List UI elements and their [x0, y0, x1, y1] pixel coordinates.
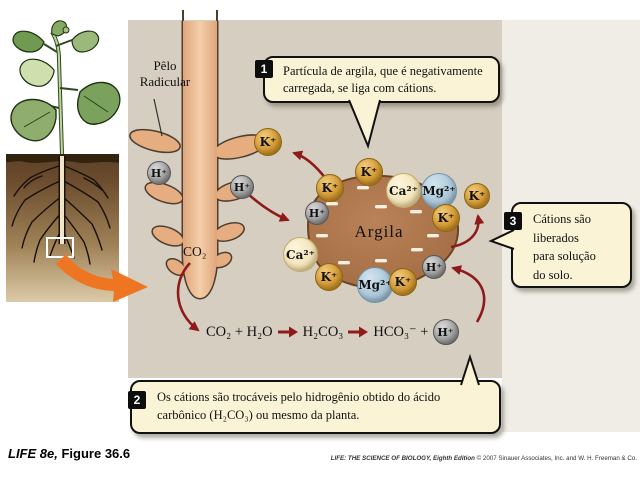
plant-stem-leaves [10, 20, 121, 155]
k-ion-clay-right: K⁺ [432, 204, 460, 232]
root-with-hairs [129, 21, 268, 300]
callout-3-cations-released: 3 Cátions são liberados para solução do … [504, 202, 632, 288]
k-ion-released: K⁺ [464, 183, 490, 209]
plant-illustration [6, 20, 148, 302]
clay-label: Argila [354, 222, 404, 241]
callout-1-text-line2: carregada, se liga com cátions. [283, 81, 437, 95]
h-ion-clay-left: H⁺ [305, 201, 329, 225]
k-ion-clay-top: K⁺ [355, 158, 383, 186]
h-ion-clay-bottom-right: H⁺ [422, 255, 446, 279]
callout-3-text-line3: para solução [533, 249, 596, 263]
copyright-credit: LIFE: THE SCIENCE OF BIOLOGY, Eighth Edi… [327, 455, 637, 462]
figure-caption-book: LIFE 8e, [8, 446, 58, 461]
callout-1-clay-particle: 1 Partícula de argila, que é negativamen… [255, 56, 500, 103]
callout-3-text-line1: Cátions são [533, 212, 591, 226]
arrow-acid-h-to-clay [451, 265, 486, 323]
co2-root-label: CO₂ [183, 244, 207, 259]
equation-arrow-icon [348, 326, 369, 338]
root-hair-label-line2: Radicular [139, 74, 191, 89]
arrow-co2-to-equation [176, 262, 200, 332]
copyright-credit-title: LIFE: THE SCIENCE OF BIOLOGY, Eighth Edi… [330, 455, 475, 462]
h-ion-equation: H⁺ [432, 319, 459, 345]
callout-2-text-line2: carbônico (H₂CO₃) ou mesmo da planta. [157, 408, 360, 422]
mg-ion-clay-bottom: Mg²⁺ [357, 267, 393, 303]
callout-3-number-badge: 3 [504, 212, 522, 230]
equation-arrow-icon [277, 326, 298, 338]
callout-2-cation-exchange: 2 Os cátions são trocáveis pelo hidrogên… [128, 380, 501, 434]
equation-hco3: HCO₃⁻ + [373, 323, 429, 340]
exchange-arrows [176, 150, 486, 332]
callout-2-number-badge: 2 [128, 391, 146, 409]
arrow-clay-to-root-k [292, 150, 328, 180]
copyright-credit-text: © 2007 Sinauer Associates, Inc. and W. H… [476, 455, 637, 462]
ca-ion-clay-lower-left: Ca²⁺ [283, 237, 318, 272]
root-tip-highlight-box [46, 237, 74, 258]
callout-3-text-line2: liberados [533, 230, 579, 245]
equation-co2-h2o: CO₂ + H₂O [206, 323, 273, 340]
equation-h2co3: H₂CO₃ [302, 323, 344, 340]
callout-3-text-line4: do solo. [533, 267, 573, 282]
root-hair-label-line1: Pêlo [153, 58, 177, 73]
k-ion-clay-upper-left: K⁺ [316, 174, 344, 202]
carbonic-acid-equation: CO₂ + H₂O H₂CO₃ HCO₃⁻ + H⁺ [206, 318, 459, 346]
negative-charges [316, 186, 439, 265]
figure-caption-number: Figure 36.6 [61, 446, 131, 461]
k-ion-clay-bottom: K⁺ [389, 268, 417, 296]
arrow-clay-to-solution-k [450, 214, 485, 249]
ca-ion-clay-top-right: Ca²⁺ [386, 173, 421, 208]
roots [11, 164, 111, 265]
callout-1-number-badge: 1 [255, 60, 273, 78]
root-hair-pointer-line [153, 98, 163, 137]
callout-1-text-line1: Partícula de argila, que é negativamente [283, 64, 483, 78]
k-ion-clay-bottom-left: K⁺ [315, 263, 343, 291]
arrow-root-h-to-clay [246, 192, 290, 222]
mg-ion-clay-top-right: Mg²⁺ [421, 173, 457, 209]
h-ion-near-root-left: H⁺ [147, 161, 171, 185]
zoom-arrow [56, 254, 148, 302]
k-ion-root-hair-tip: K⁺ [254, 128, 282, 156]
h-ion-near-root-right: H⁺ [230, 175, 254, 199]
figure-caption: LIFE 8e, Figure 36.6 [8, 446, 130, 461]
root-hair-label: Pêlo Radicular [134, 58, 196, 90]
callout-2-text-line1: Os cátions são trocáveis pelo hidrogênio… [157, 390, 441, 404]
